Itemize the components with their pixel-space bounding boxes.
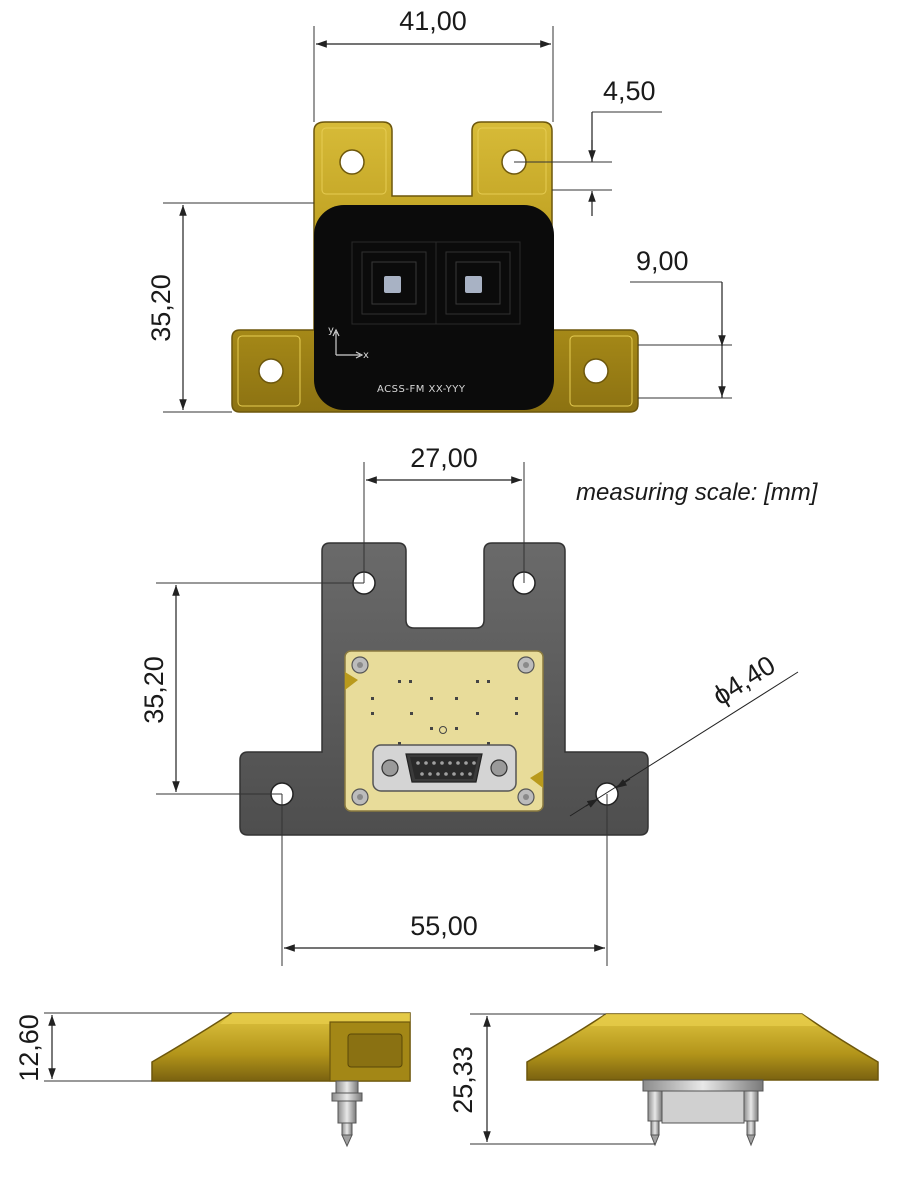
sensor-face bbox=[314, 205, 554, 410]
pcb-vias bbox=[371, 680, 518, 745]
dim-bottom-height: 35,20 bbox=[139, 656, 169, 724]
axis-label-x: x bbox=[363, 350, 369, 361]
dim-top-flange: 9,00 bbox=[636, 246, 689, 276]
dim-side-right-height: 25,33 bbox=[448, 1046, 478, 1114]
db15-connector bbox=[372, 744, 517, 792]
dim-top-width: 41,00 bbox=[399, 6, 467, 36]
axis-label-y: y bbox=[328, 325, 334, 336]
dim-top-height: 35,20 bbox=[146, 274, 176, 342]
scale-note: measuring scale: [mm] bbox=[576, 479, 819, 506]
dim-hole-diameter: ϕ4,40 bbox=[707, 650, 780, 711]
dim-side-left-height: 12,60 bbox=[14, 1014, 44, 1082]
side-view-left: 12,60 bbox=[14, 1012, 411, 1148]
axis-triad-icon bbox=[332, 328, 364, 359]
side-right-body bbox=[526, 1013, 879, 1081]
dim-bottom-hole-spacing: 27,00 bbox=[410, 443, 478, 473]
side-view-right: 25,33 bbox=[448, 1013, 879, 1147]
bottom-view: 27,00 measuring scale: [mm] 35,20 ϕ4,40 … bbox=[139, 443, 819, 966]
mount-hole bbox=[339, 149, 365, 175]
top-view: y x ACSS-FM XX-YYY 41,00 4,50 35,20 9,00 bbox=[146, 6, 732, 413]
dim-bottom-width: 55,00 bbox=[410, 911, 478, 941]
connector-pin bbox=[331, 1080, 363, 1148]
sensor-window-left bbox=[351, 241, 437, 325]
mount-hole bbox=[583, 358, 609, 384]
connector-body bbox=[642, 1079, 764, 1147]
device-marking: ACSS-FM XX-YYY bbox=[377, 384, 466, 395]
mount-hole bbox=[258, 358, 284, 384]
dim-top-slot: 4,50 bbox=[603, 76, 656, 106]
sensor-window-right bbox=[435, 241, 521, 325]
